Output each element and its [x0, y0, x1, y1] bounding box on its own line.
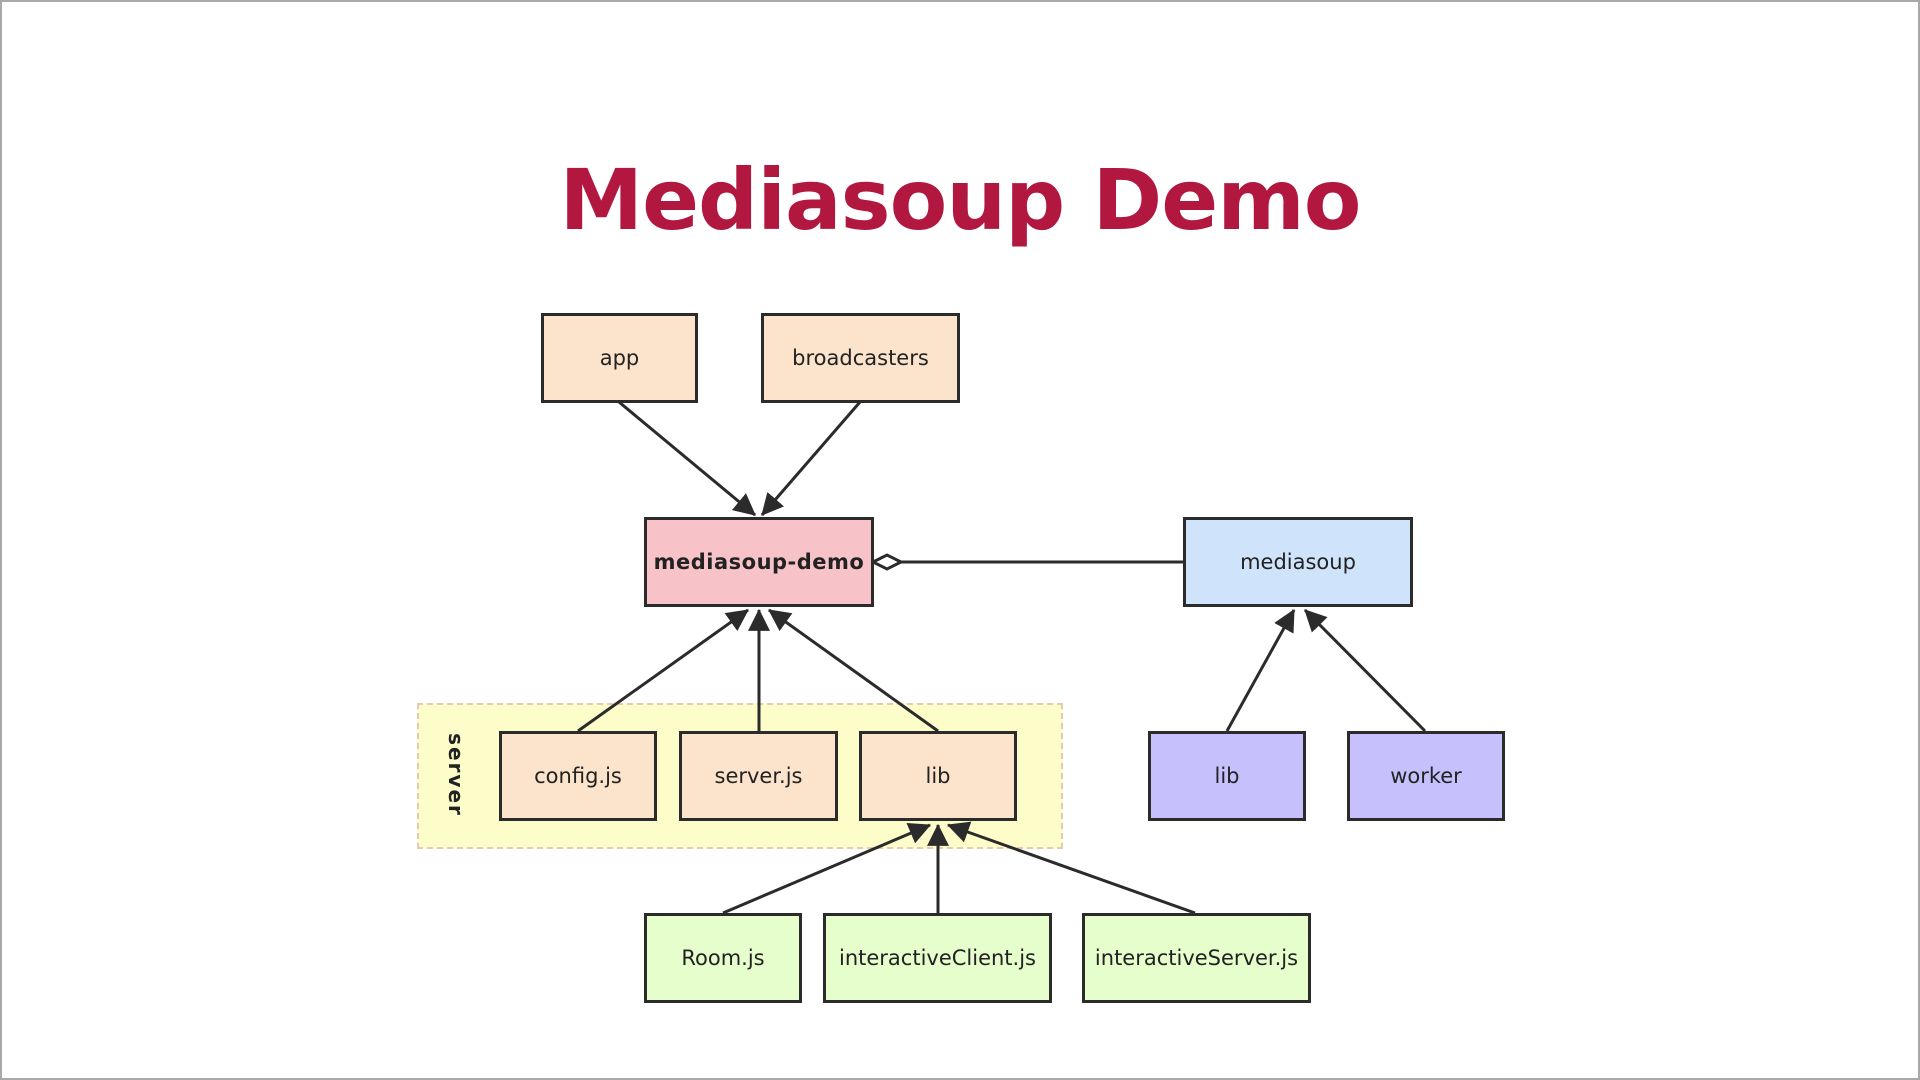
- edge-lib-to-mediasoup-demo: [768, 608, 939, 733]
- node-interactive-client-js: interactiveClient.js: [823, 913, 1052, 1003]
- node-app: app: [541, 313, 698, 403]
- aggregation-diamond: [869, 553, 905, 571]
- node-room-js-label: Room.js: [681, 946, 765, 970]
- node-broadcasters-label: broadcasters: [792, 346, 929, 370]
- node-room-js: Room.js: [644, 913, 802, 1003]
- node-mediasoup-demo-label: mediasoup-demo: [653, 550, 865, 574]
- node-worker: worker: [1347, 731, 1505, 821]
- node-config-js-label: config.js: [534, 764, 622, 788]
- edge-broadcasters-to-mediasoup-demo: [760, 401, 862, 516]
- node-server-lib: lib: [859, 731, 1017, 821]
- slide-title: Mediasoup Demo: [559, 151, 1362, 249]
- node-server-js-label: server.js: [714, 764, 803, 788]
- edge-room-to-lib: [722, 823, 932, 915]
- node-app-label: app: [599, 346, 640, 370]
- edge-interactive-server-to-lib: [946, 821, 1196, 915]
- edge-app-to-mediasoup-demo: [618, 400, 756, 517]
- node-mediasoup-lib: lib: [1148, 731, 1306, 821]
- node-mediasoup-label: mediasoup: [1240, 550, 1356, 574]
- node-mediasoup-lib-label: lib: [1214, 764, 1240, 788]
- edge-worker-to-mediasoup: [1303, 608, 1427, 733]
- node-interactive-server-js: interactiveServer.js: [1082, 913, 1311, 1003]
- node-worker-label: worker: [1390, 764, 1462, 788]
- node-config-js: config.js: [499, 731, 657, 821]
- node-server-lib-label: lib: [925, 764, 951, 788]
- node-interactive-client-js-label: interactiveClient.js: [838, 946, 1036, 970]
- node-server-js: server.js: [679, 731, 838, 821]
- node-interactive-server-js-label: interactiveServer.js: [1094, 946, 1299, 970]
- node-mediasoup: mediasoup: [1183, 517, 1413, 607]
- node-broadcasters: broadcasters: [761, 313, 960, 403]
- node-mediasoup-demo: mediasoup-demo: [644, 517, 874, 607]
- edge-config-to-mediasoup-demo: [577, 608, 749, 733]
- edge-msoup-lib-to-mediasoup: [1225, 609, 1296, 732]
